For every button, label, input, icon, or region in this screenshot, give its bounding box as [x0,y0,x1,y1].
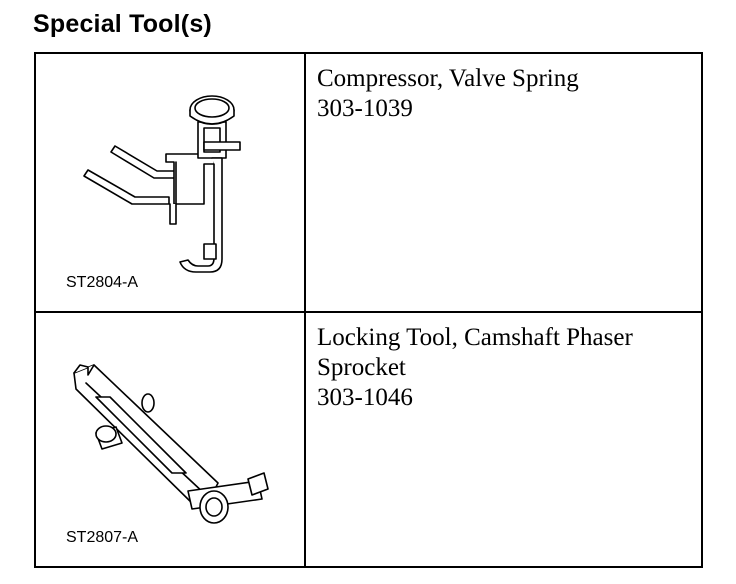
figure-id: ST2807-A [66,529,139,546]
tool-row-valve-spring-compressor: ST2804-A Compressor, Valve Spring 303-10… [36,54,701,313]
column-divider [304,313,306,566]
tool-description: Compressor, Valve Spring 303-1039 [317,64,697,124]
tool-illustration-cell: ST2804-A [36,54,304,311]
column-divider [304,54,306,311]
tool-row-camshaft-phaser-locking-tool: ST2807-A Locking Tool, Camshaft Phaser S… [36,313,701,566]
tool-name: Compressor, Valve Spring [317,65,579,92]
camshaft-phaser-locking-tool-illustration-icon [73,364,269,524]
tool-name: Locking Tool, Camshaft Phaser [317,324,633,351]
page-title: Special Tool(s) [33,10,212,38]
special-tools-table: ST2804-A Compressor, Valve Spring 303-10… [34,52,703,568]
tool-name-continued: Sprocket [317,354,406,381]
tool-illustration-cell: ST2807-A [36,313,304,566]
tool-part-number: 303-1046 [317,384,413,411]
valve-spring-compressor-illustration-icon [83,95,241,273]
tool-part-number: 303-1039 [317,95,413,122]
figure-id: ST2804-A [66,274,139,291]
tool-description: Locking Tool, Camshaft Phaser Sprocket 3… [317,323,697,413]
